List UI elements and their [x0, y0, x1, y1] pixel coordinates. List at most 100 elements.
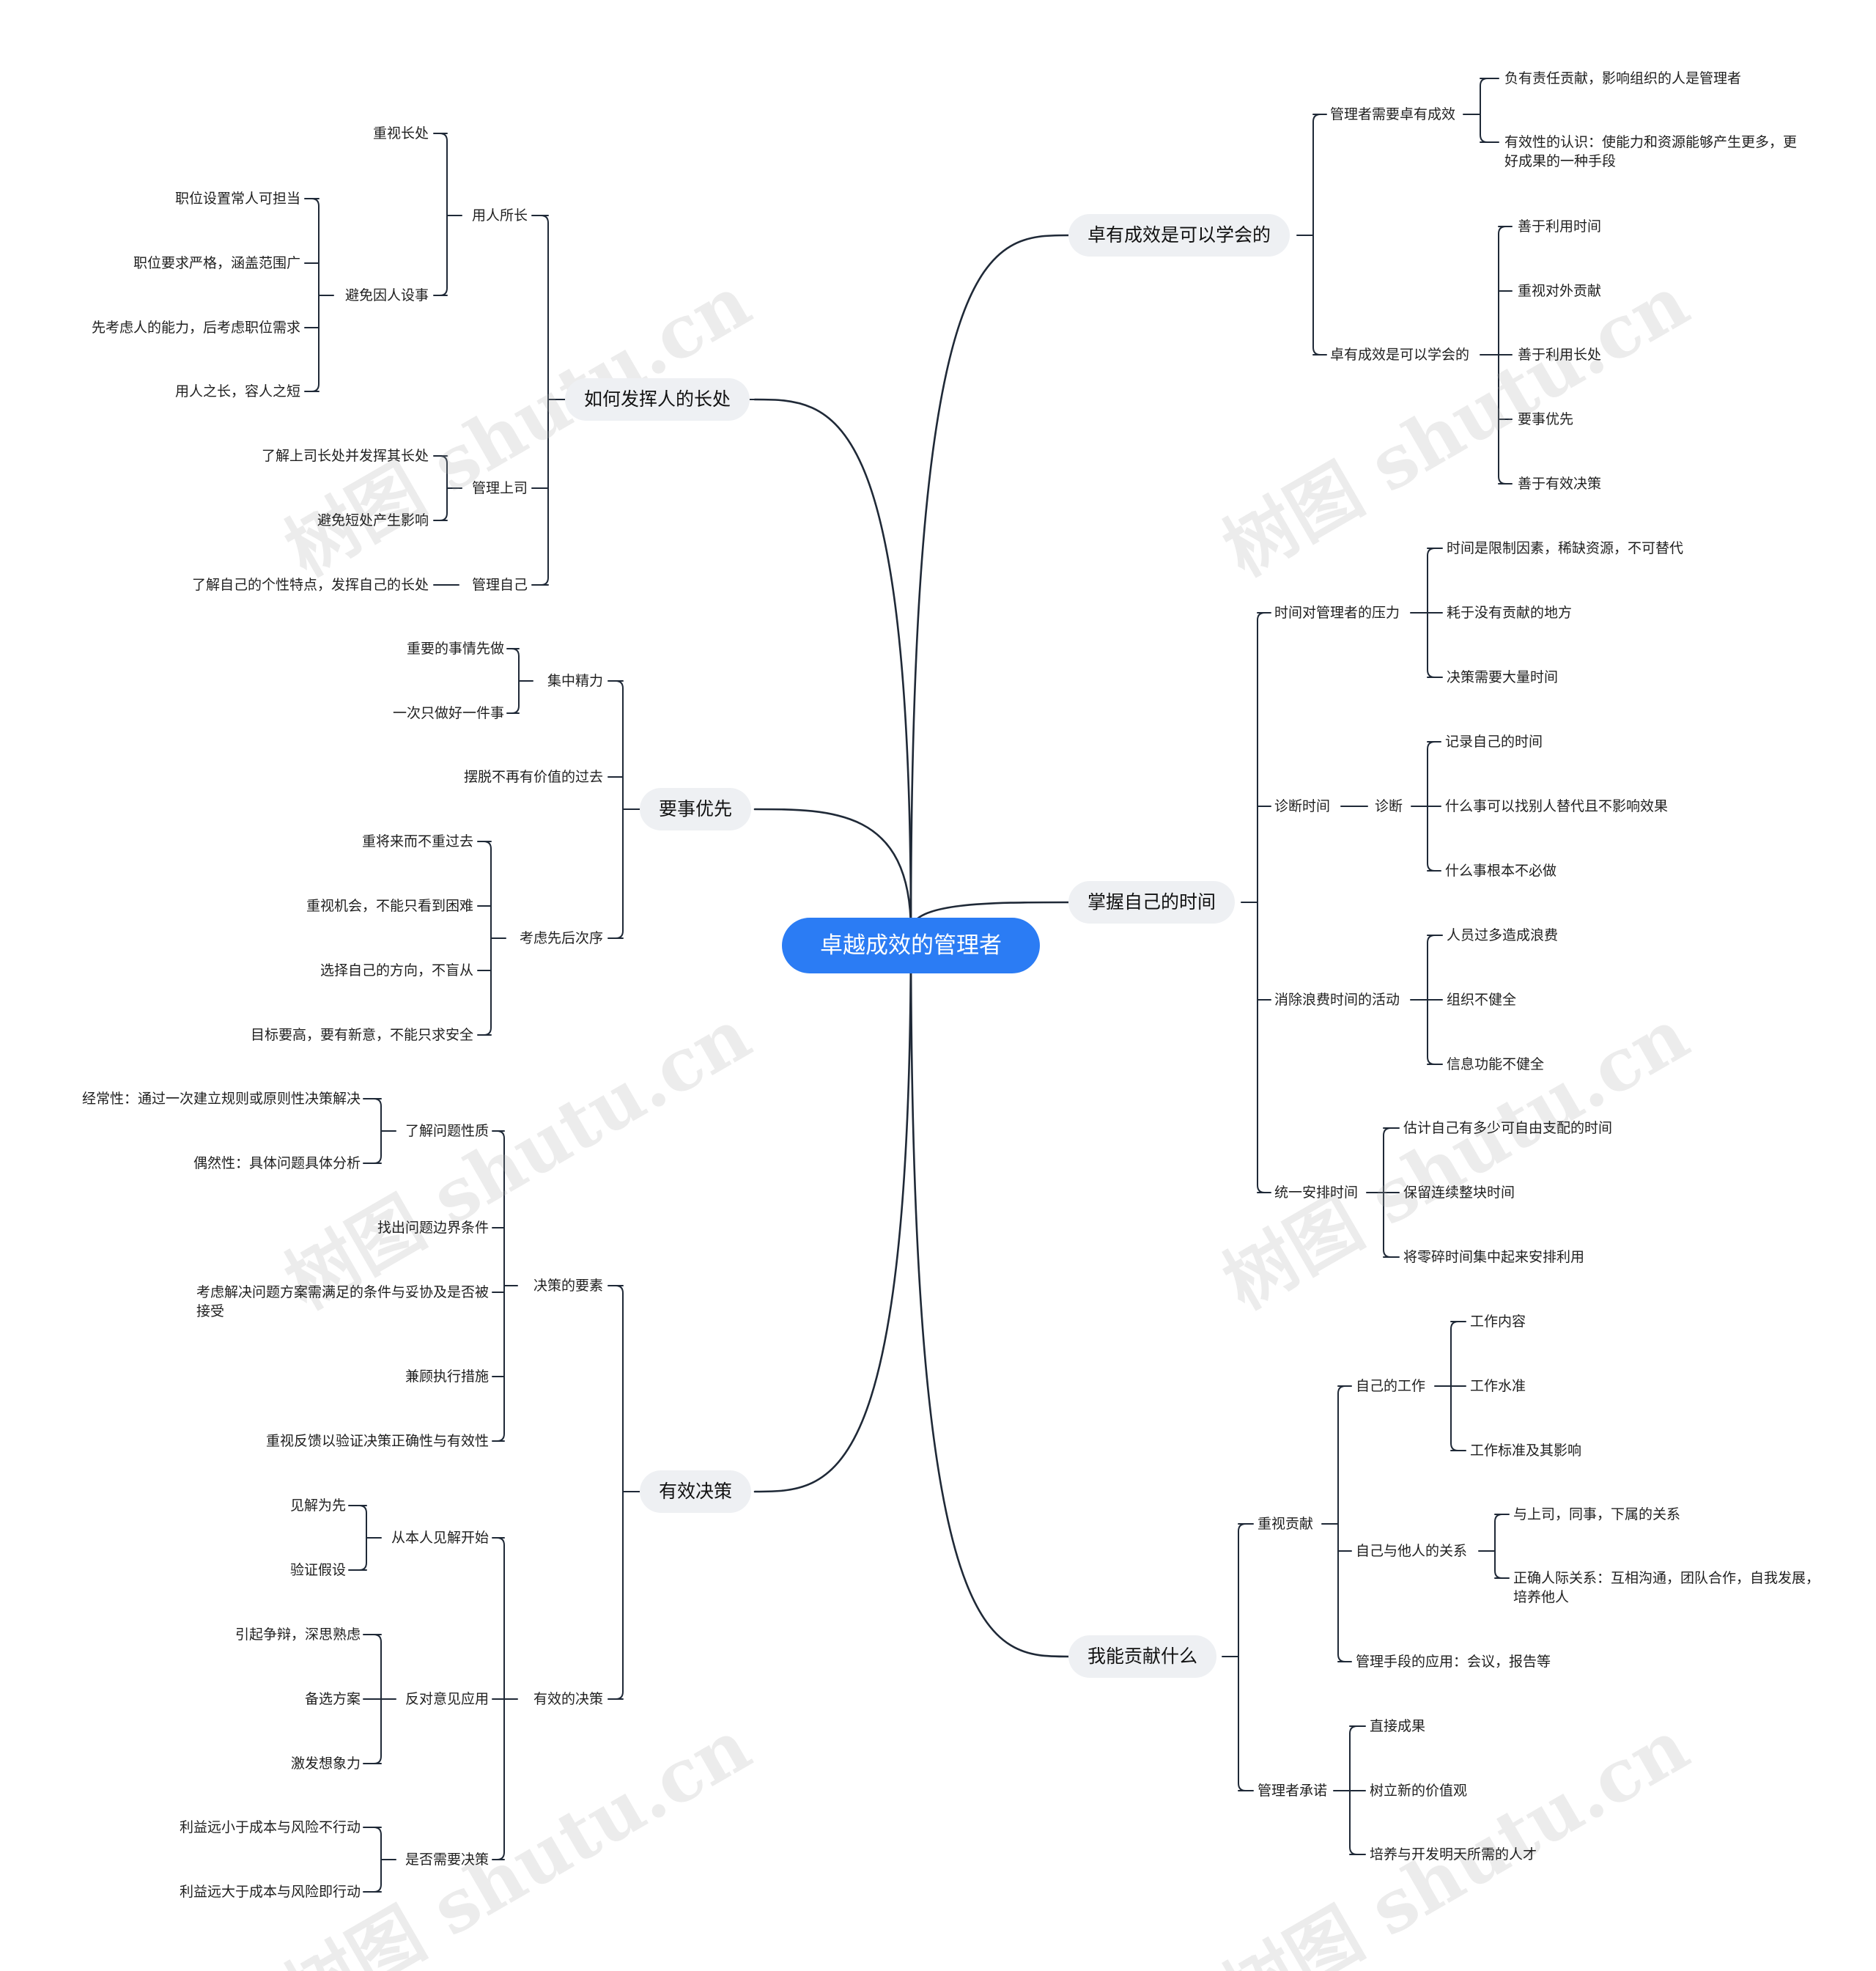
- leaf[interactable]: 避免短处产生影响: [317, 512, 429, 528]
- leaf[interactable]: 善于利用长处: [1518, 347, 1602, 363]
- connector: [1498, 226, 1507, 485]
- leaf[interactable]: 工作标准及其影响: [1470, 1443, 1582, 1459]
- watermark: 树图 shutu.cn: [1210, 992, 1702, 1326]
- leaf[interactable]: 负有责任贡献，影响组织的人是管理者: [1504, 70, 1742, 86]
- leaf[interactable]: 重将来而不重过去: [361, 833, 473, 850]
- leaf[interactable]: 正确人际关系：互相沟通，团队合作，自我发展，培养他人: [1513, 1570, 1820, 1605]
- leaf[interactable]: 什么事根本不必做: [1445, 863, 1557, 879]
- connector: [439, 455, 448, 521]
- leaf[interactable]: 直接成果: [1370, 1718, 1426, 1734]
- leaf[interactable]: 保留连续整块时间: [1403, 1185, 1515, 1201]
- node-dissent[interactable]: 反对意见应用: [405, 1691, 489, 1707]
- node-use-strengths[interactable]: 用人所长: [471, 207, 528, 224]
- connector: [373, 1634, 382, 1764]
- leaf[interactable]: 将零碎时间集中起来安排利用: [1403, 1249, 1585, 1265]
- node-avoid-job-for-person[interactable]: 避免因人设事: [344, 287, 429, 303]
- node-diagnose[interactable]: 诊断: [1375, 798, 1403, 814]
- connector: [1494, 1514, 1503, 1579]
- connector: [373, 1827, 382, 1893]
- leaf[interactable]: 验证假设: [289, 1562, 346, 1578]
- leaf[interactable]: 选择自己的方向，不盲从: [320, 962, 473, 979]
- root-node[interactable]: 卓越成效的管理者: [782, 918, 1040, 973]
- leaf[interactable]: 组织不健全: [1447, 992, 1517, 1008]
- leaf[interactable]: 兼顾执行措施: [405, 1368, 489, 1385]
- node-effective-decision[interactable]: 有效的决策: [533, 1691, 603, 1707]
- node-managers-need-effectiveness[interactable]: 管理者需要卓有成效: [1330, 106, 1456, 122]
- node-start-with-opinion[interactable]: 从本人见解开始: [391, 1530, 489, 1546]
- node-value-contribution[interactable]: 重视贡献: [1258, 1516, 1314, 1532]
- leaf[interactable]: 估计自己有多少可自由支配的时间: [1403, 1120, 1613, 1136]
- leaf[interactable]: 备选方案: [304, 1691, 361, 1707]
- branch-master-your-time[interactable]: 掌握自己的时间: [1068, 881, 1236, 924]
- leaf[interactable]: 工作内容: [1470, 1314, 1526, 1330]
- leaf[interactable]: 利益远小于成本与风险不行动: [179, 1819, 361, 1835]
- leaf[interactable]: 决策需要大量时间: [1447, 669, 1559, 685]
- connector: [753, 929, 912, 1493]
- leaf[interactable]: 与上司，同事，下属的关系: [1513, 1506, 1681, 1522]
- node-concentrate[interactable]: 集中精力: [547, 673, 603, 689]
- node-manage-self[interactable]: 管理自己: [471, 577, 528, 593]
- node-problem-nature[interactable]: 了解问题性质: [405, 1123, 489, 1139]
- leaf[interactable]: 考虑解决问题方案需满足的条件与妥协及是否被接受: [196, 1284, 490, 1319]
- connector: [615, 680, 624, 939]
- branch-first-things-first[interactable]: 要事优先: [640, 788, 752, 830]
- connector: [1480, 78, 1488, 143]
- leaf[interactable]: 了解上司长处并发挥其长处: [261, 448, 429, 464]
- leaf[interactable]: 重视机会，不能只看到困难: [306, 898, 473, 914]
- leaf[interactable]: 培养与开发明天所需的人才: [1370, 1846, 1537, 1863]
- leaf[interactable]: 先考虑人的能力，后考虑职位需求: [91, 320, 300, 336]
- leaf[interactable]: 记录自己的时间: [1445, 734, 1543, 750]
- leaf[interactable]: 要事优先: [1518, 411, 1574, 427]
- watermark: 树图 shutu.cn: [272, 259, 764, 593]
- leaf[interactable]: 经常性：通过一次建立规则或原则性决策解决: [81, 1091, 361, 1107]
- leaf[interactable]: 了解自己的个性特点，发挥自己的长处: [191, 577, 429, 593]
- leaf[interactable]: 目标要高，要有新意，不能只求安全: [250, 1027, 473, 1043]
- node-eliminate-waste[interactable]: 消除浪费时间的活动: [1274, 992, 1400, 1008]
- connector: [1349, 1725, 1358, 1855]
- leaf[interactable]: 找出问题边界条件: [377, 1220, 489, 1236]
- node-effectiveness-learnable[interactable]: 卓有成效是可以学会的: [1330, 347, 1470, 363]
- leaf[interactable]: 善于有效决策: [1518, 476, 1602, 492]
- leaf[interactable]: 利益远大于成本与风险即行动: [179, 1884, 361, 1900]
- leaf[interactable]: 善于利用时间: [1518, 218, 1602, 235]
- leaf[interactable]: 树立新的价值观: [1370, 1783, 1468, 1799]
- node-relationships[interactable]: 自己与他人的关系: [1356, 1543, 1468, 1559]
- node-schedule-time[interactable]: 统一安排时间: [1274, 1185, 1359, 1201]
- leaf[interactable]: 重视对外贡献: [1518, 283, 1602, 299]
- leaf[interactable]: 职位要求严格，涵盖范围广: [133, 255, 300, 271]
- leaf[interactable]: 职位设置常人可担当: [174, 191, 300, 207]
- node-need-decision[interactable]: 是否需要决策: [405, 1852, 489, 1868]
- leaf[interactable]: 用人之长，容人之短: [174, 383, 300, 399]
- leaf[interactable]: 信息功能不健全: [1447, 1056, 1545, 1072]
- leaf[interactable]: 人员过多造成浪费: [1447, 927, 1559, 943]
- branch-leverage-strengths[interactable]: 如何发挥人的长处: [565, 378, 750, 421]
- leaf[interactable]: 什么事可以找别人替代且不影响效果: [1445, 798, 1669, 814]
- node-time-pressure[interactable]: 时间对管理者的压力: [1274, 605, 1400, 621]
- leaf[interactable]: 摆脱不再有价值的过去: [463, 769, 603, 785]
- node-diagnose-time[interactable]: 诊断时间: [1274, 798, 1331, 814]
- leaf[interactable]: 重要的事情先做: [406, 641, 504, 657]
- leaf[interactable]: 引起争辩，深思熟虑: [234, 1626, 361, 1643]
- connector: [1383, 1127, 1392, 1258]
- leaf[interactable]: 时间是限制因素，稀缺资源，不可替代: [1447, 540, 1684, 556]
- leaf[interactable]: 重视反馈以验证决策正确性与有效性: [265, 1433, 489, 1449]
- node-manage-boss[interactable]: 管理上司: [471, 480, 528, 496]
- leaf[interactable]: 激发想象力: [290, 1756, 361, 1772]
- node-priorities[interactable]: 考虑先后次序: [519, 930, 603, 946]
- leaf[interactable]: 重视长处: [372, 125, 429, 141]
- leaf[interactable]: 一次只做好一件事: [392, 705, 504, 721]
- node-manager-commitment[interactable]: 管理者承诺: [1258, 1783, 1328, 1799]
- leaf[interactable]: 见解为先: [289, 1497, 346, 1514]
- watermark: 树图 shutu.cn: [1210, 1703, 1702, 1971]
- node-own-work[interactable]: 自己的工作: [1356, 1378, 1426, 1394]
- branch-effectiveness-learnable[interactable]: 卓有成效是可以学会的: [1068, 214, 1290, 257]
- node-decision-elements[interactable]: 决策的要素: [533, 1278, 603, 1294]
- leaf[interactable]: 有效性的认识：使能力和资源能够产生更多，更好成果的一种手段: [1504, 134, 1798, 169]
- connector: [753, 808, 912, 932]
- leaf[interactable]: 管理手段的应用：会议，报告等: [1356, 1654, 1551, 1670]
- branch-effective-decisions[interactable]: 有效决策: [640, 1470, 752, 1513]
- leaf[interactable]: 耗于没有贡献的地方: [1447, 605, 1573, 621]
- branch-what-can-i-contribute[interactable]: 我能贡献什么: [1068, 1635, 1217, 1678]
- leaf[interactable]: 偶然性：具体问题具体分析: [193, 1155, 361, 1171]
- leaf[interactable]: 工作水准: [1470, 1378, 1526, 1394]
